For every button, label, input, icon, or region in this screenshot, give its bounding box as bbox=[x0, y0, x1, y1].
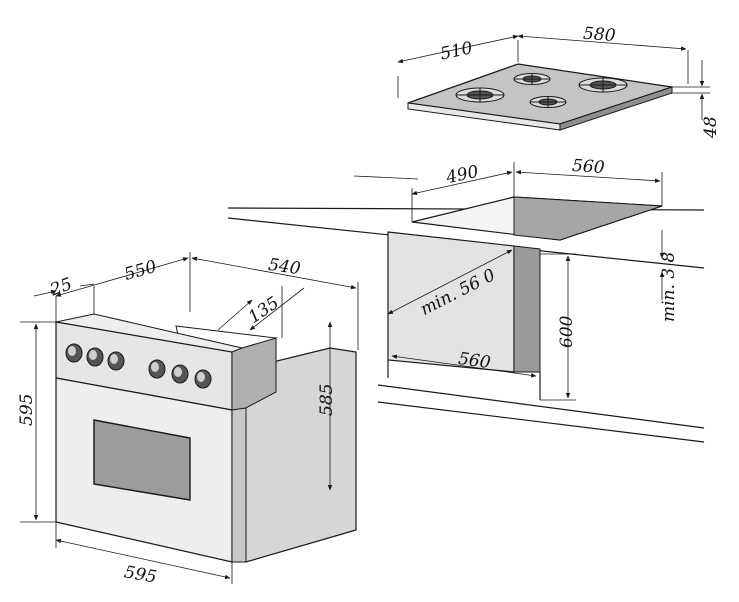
oven-depth-label: 550 bbox=[122, 257, 159, 285]
knob bbox=[148, 359, 166, 379]
hob-height-label: 48 bbox=[701, 116, 721, 139]
burner-back-left bbox=[513, 73, 551, 85]
cutout-depth-label: 490 bbox=[444, 162, 481, 189]
oven-front-offset-label: 25 bbox=[47, 274, 75, 301]
cabinet-width-label: 560 bbox=[457, 349, 492, 373]
cabinet-height-label: 600 bbox=[557, 315, 577, 348]
burner-back-right bbox=[578, 77, 628, 93]
hob-width-label: 580 bbox=[582, 24, 616, 46]
oven-front-height-label: 595 bbox=[17, 394, 37, 426]
oven-window bbox=[93, 419, 191, 501]
cabinet bbox=[387, 230, 665, 401]
oven-door-edge bbox=[231, 407, 247, 563]
knob bbox=[107, 351, 125, 371]
cabinet-back-panel bbox=[513, 245, 541, 373]
oven-width-label: 540 bbox=[267, 255, 302, 279]
cutout-back-wall bbox=[513, 196, 663, 241]
knob bbox=[194, 369, 212, 389]
burner-front-right bbox=[529, 96, 567, 108]
hob-depth-label: 510 bbox=[439, 38, 475, 64]
knob bbox=[65, 343, 83, 363]
hob bbox=[397, 34, 710, 131]
knob bbox=[86, 347, 104, 367]
oven-panel-label: 135 bbox=[245, 293, 283, 328]
oven-body-height-label: 585 bbox=[317, 384, 337, 416]
hob-top bbox=[407, 63, 673, 125]
oven-front-width-label: 595 bbox=[123, 562, 158, 587]
oven bbox=[20, 252, 359, 584]
cutout bbox=[411, 162, 663, 241]
knob bbox=[171, 364, 189, 384]
min-clearance-label: min. 3 8 bbox=[659, 251, 679, 322]
cutout-width-label: 560 bbox=[571, 156, 605, 178]
burner-front-left bbox=[455, 87, 505, 103]
oven-knobs bbox=[65, 343, 212, 389]
